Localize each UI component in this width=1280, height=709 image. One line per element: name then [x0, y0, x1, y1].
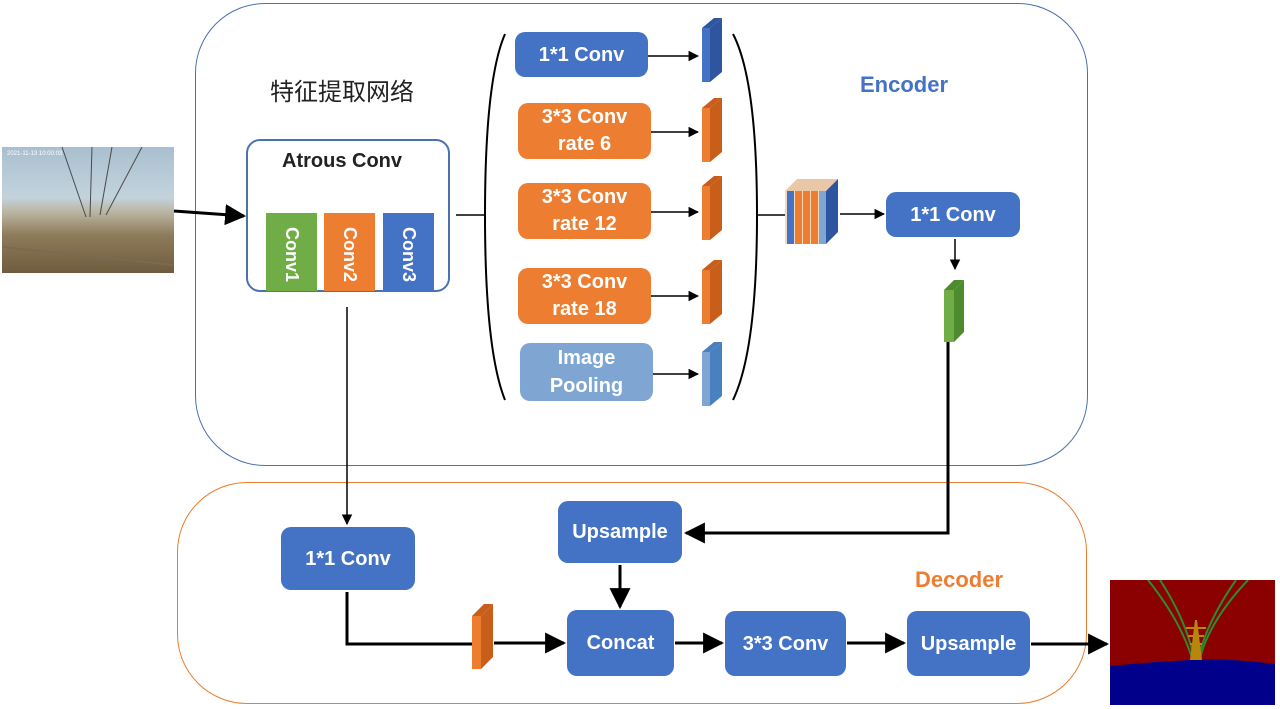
- image-pooling-line2: Pooling: [549, 375, 624, 397]
- feature-map-stack: [785, 179, 838, 244]
- upsample-top-box: Upsample: [558, 501, 682, 563]
- aspp-rate12-box: 3*3 Conv rate 12: [518, 183, 651, 239]
- aspp-rate6-line1: 3*3 Conv: [541, 106, 628, 128]
- conv3-block: Conv3: [383, 213, 434, 291]
- input-image: 2021-11-13 10:00:03: [2, 147, 174, 273]
- concat-box: Concat: [567, 610, 674, 676]
- feature-map-aspp-5: [702, 342, 722, 406]
- input-image-lines: [2, 147, 174, 266]
- aspp-rate12-line1: 3*3 Conv: [541, 186, 628, 208]
- aspp-rate18-line2: rate 18: [552, 298, 617, 320]
- line-decoder-conv-to-feature: [345, 592, 472, 646]
- atrous-conv-title: Atrous Conv: [282, 150, 402, 172]
- concat-label: Concat: [586, 632, 655, 654]
- image-pooling-box: Image Pooling: [520, 343, 653, 401]
- feature-map-decoder-low: [472, 604, 493, 669]
- arrow-encoder-to-upsample: [683, 342, 950, 544]
- aspp-rate18-box: 3*3 Conv rate 18: [518, 268, 651, 324]
- decoder-conv1x1-label: 1*1 Conv: [305, 547, 391, 570]
- conv1-block: Conv1: [266, 213, 317, 291]
- feature-map-encoder-output: [944, 280, 964, 342]
- feature-extraction-title: 特征提取网络: [270, 78, 414, 106]
- encoder-conv1x1-label: 1*1 Conv: [910, 203, 996, 226]
- feature-map-aspp-4: [702, 260, 722, 324]
- input-image-timestamp: 2021-11-13 10:00:03: [7, 151, 63, 157]
- encoder-conv1x1-box: 1*1 Conv: [886, 192, 1020, 237]
- decoder-region: [177, 482, 1087, 704]
- feature-map-aspp-3: [702, 176, 722, 240]
- atrous-conv-block: [246, 139, 450, 292]
- encoder-region: [195, 3, 1088, 466]
- aspp-right-bracket: [732, 33, 759, 401]
- aspp-rate18-line1: 3*3 Conv: [541, 271, 628, 293]
- upsample-out-label: Upsample: [920, 632, 1017, 655]
- conv2-block: Conv2: [324, 213, 375, 291]
- aspp-rate12-line2: rate 12: [552, 213, 617, 235]
- feature-map-aspp-1: [702, 18, 722, 82]
- arrow-input-to-atrous: [173, 204, 247, 226]
- conv3x3-label: 3*3 Conv: [742, 632, 829, 655]
- aspp-left-bracket: [483, 33, 506, 401]
- aspp-rate6-box: 3*3 Conv rate 6: [518, 103, 651, 159]
- output-segmentation-image: [1110, 580, 1275, 705]
- conv3x3-box: 3*3 Conv: [725, 611, 846, 676]
- output-segmentation-shapes: [1110, 580, 1275, 705]
- upsample-out-box: Upsample: [907, 611, 1030, 676]
- image-pooling-line1: Image: [557, 347, 616, 369]
- aspp-conv1x1-box: 1*1 Conv: [515, 32, 648, 77]
- decoder-conv1x1-box: 1*1 Conv: [281, 527, 415, 590]
- encoder-title: Encoder: [860, 72, 949, 97]
- aspp-conv1x1-label: 1*1 Conv: [538, 43, 625, 66]
- feature-map-aspp-2: [702, 98, 722, 162]
- aspp-rate6-line2: rate 6: [557, 133, 612, 155]
- decoder-title: Decoder: [915, 567, 1004, 592]
- upsample-top-label: Upsample: [572, 521, 668, 543]
